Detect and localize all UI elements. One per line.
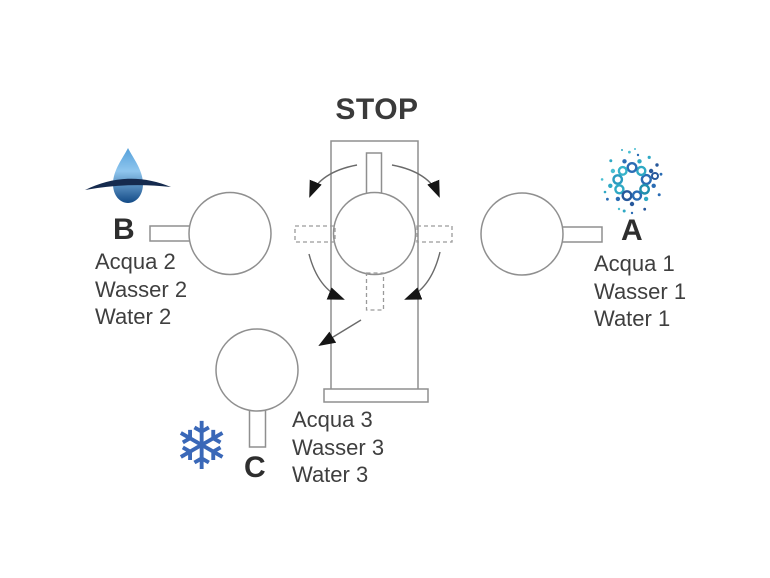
cold-water-icon: ❄ — [174, 409, 230, 483]
position-c-letter: C — [244, 451, 266, 484]
position-c-labels: Acqua 3 Wasser 3 Water 3 — [292, 406, 384, 489]
dashed-handle-right — [416, 225, 453, 243]
label-water-3: Water 3 — [292, 462, 369, 487]
bubble-dots-middle — [608, 159, 656, 207]
knob-a — [480, 192, 564, 276]
position-b-labels: Acqua 2 Wasser 2 Water 2 — [95, 248, 187, 331]
rotate-arrow-top-right — [391, 164, 440, 198]
rotate-arrow-bottom-right — [404, 251, 441, 300]
label-acqua-3: Acqua 3 — [292, 407, 373, 432]
knob-a-handle — [560, 226, 603, 243]
water-drop-shape — [113, 148, 143, 203]
knob-c-handle — [248, 406, 267, 448]
wave-swoosh-shape — [85, 178, 171, 190]
knob-c — [215, 328, 299, 412]
pointer-arrow-to-c — [318, 319, 362, 347]
label-water-2: Water 2 — [95, 304, 172, 329]
position-a-letter: A — [621, 214, 643, 247]
faucet-base — [323, 388, 429, 403]
position-a-labels: Acqua 1 Wasser 1 Water 1 — [594, 250, 686, 333]
stop-title: STOP — [335, 93, 419, 126]
label-water-1: Water 1 — [594, 306, 671, 331]
label-acqua-2: Acqua 2 — [95, 249, 176, 274]
rotate-arrow-top-left — [309, 164, 358, 198]
label-wasser-3: Wasser 3 — [292, 434, 385, 460]
rotate-arrow-bottom-left — [308, 253, 345, 300]
center-knob-stop — [332, 191, 417, 276]
label-wasser-1: Wasser 1 — [594, 278, 687, 304]
position-b-letter: B — [113, 213, 135, 246]
knob-b-handle — [149, 225, 193, 242]
knob-b — [188, 191, 272, 276]
bubble-ring-inner — [612, 162, 659, 202]
label-acqua-1: Acqua 1 — [594, 251, 675, 276]
still-water-icon — [85, 148, 171, 203]
bubble-dots-outer — [600, 148, 663, 215]
sparkling-water-icon — [600, 148, 663, 215]
dashed-handle-down — [365, 272, 385, 311]
dashed-handle-left — [294, 225, 336, 243]
label-wasser-2: Wasser 2 — [95, 276, 188, 302]
